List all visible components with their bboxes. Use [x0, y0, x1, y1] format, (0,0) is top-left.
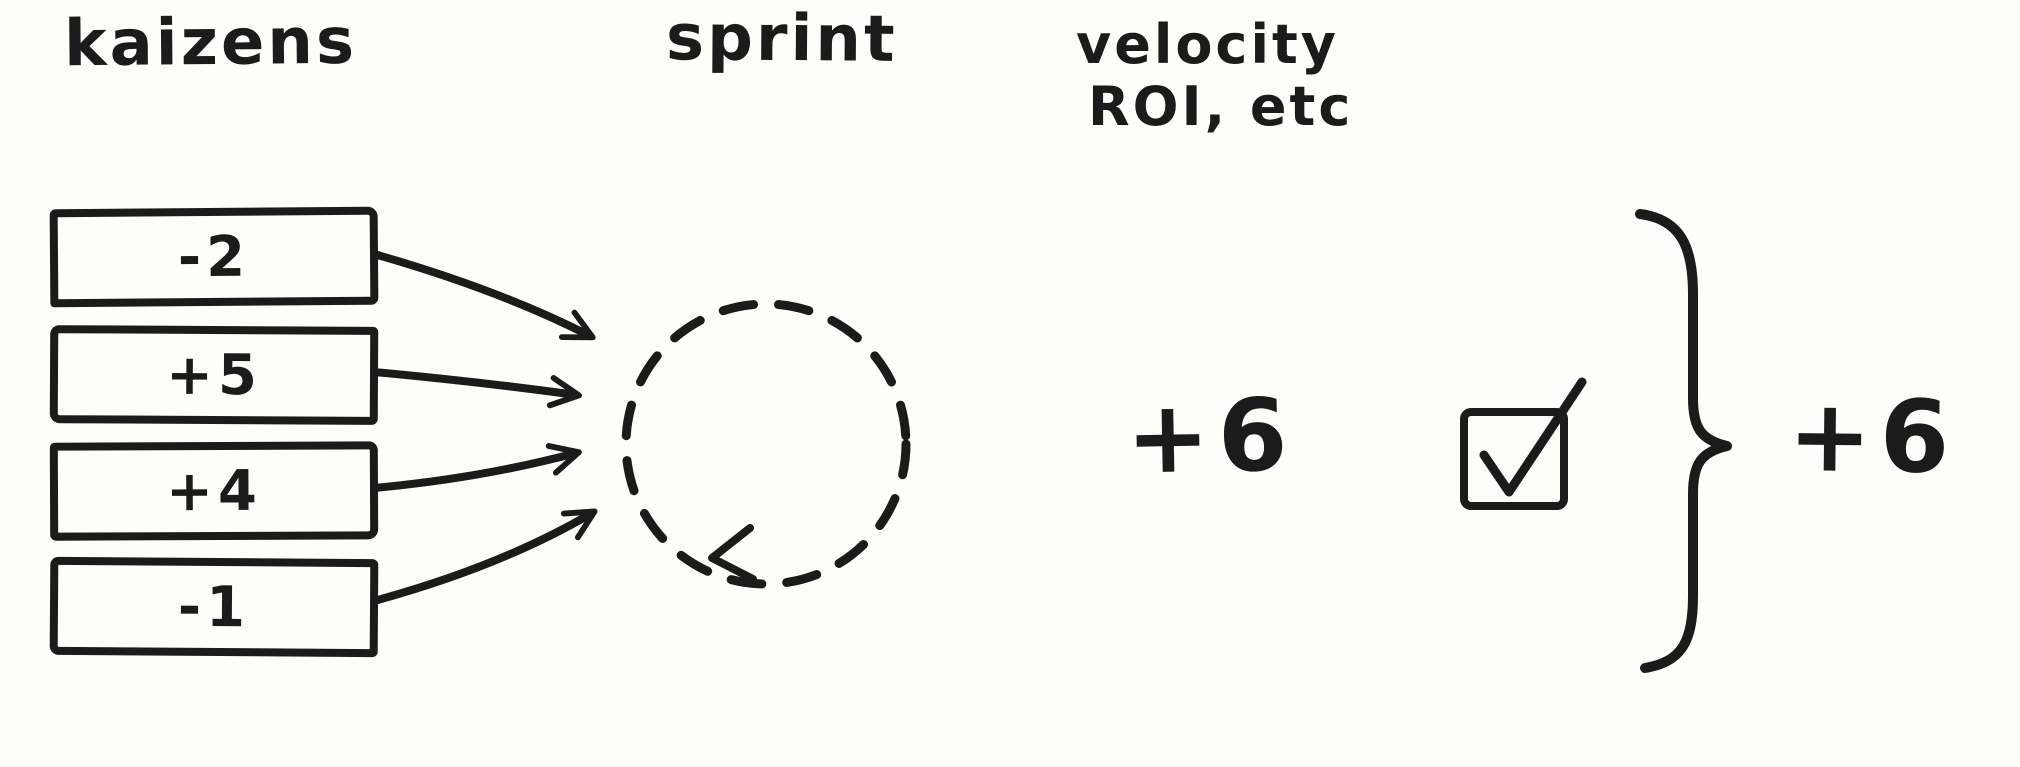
total-value: +6 [1787, 377, 1958, 496]
velocity-label: velocity ROI, etc [1076, 13, 1354, 139]
kaizen-value-1: -2 [177, 224, 251, 290]
arrow-kaizen4-to-sprint-icon [370, 508, 598, 605]
cycle-direction-arrowhead-icon [708, 524, 757, 583]
kaizens-label: kaizens [63, 4, 358, 82]
checkbox-box-icon [1460, 408, 1568, 510]
kaizen-value-4: -1 [177, 574, 251, 640]
arrow-kaizen2-to-sprint-icon [370, 368, 582, 409]
kaizen-box-4: -1 [49, 556, 379, 658]
curly-brace-icon [1635, 209, 1732, 673]
kaizen-value-2: +5 [165, 342, 263, 408]
velocity-label-line1: velocity [1076, 13, 1339, 76]
kaizen-box-1: -2 [49, 206, 379, 308]
sprint-label: sprint [665, 1, 898, 77]
velocity-value: +6 [1124, 376, 1297, 497]
kaizen-value-3: +4 [165, 458, 263, 524]
sprint-cycle-circle-icon [621, 299, 911, 589]
arrow-kaizen1-to-sprint-icon [370, 250, 596, 341]
velocity-label-line2: ROI, etc [1088, 75, 1354, 139]
checkbox-checked-icon [1460, 377, 1587, 510]
arrow-kaizen3-to-sprint-icon [370, 443, 582, 492]
checkmark-icon [1479, 377, 1587, 497]
kaizen-box-2: +5 [49, 325, 379, 425]
kaizen-box-3: +4 [49, 441, 379, 541]
